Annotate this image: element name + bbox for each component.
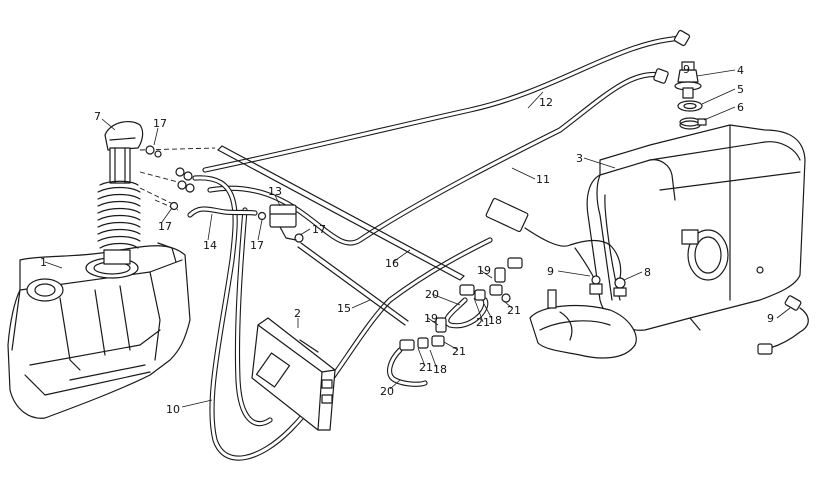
clamp-6 — [679, 117, 707, 130]
fuel-line-11 — [207, 71, 663, 246]
callout-11: 11 — [536, 173, 550, 186]
callout-18b: 18 — [433, 363, 447, 376]
callout-20b: 20 — [380, 385, 394, 398]
rod-15 — [297, 242, 409, 326]
sensor-9-top — [485, 197, 622, 295]
pump-assembly-7 — [97, 121, 162, 265]
callout-4: 4 — [737, 64, 744, 77]
callout-6: 6 — [737, 101, 744, 114]
rod-16 — [217, 145, 465, 281]
callout-15: 15 — [337, 302, 351, 315]
fuel-line-12 — [202, 35, 688, 173]
fuel-line-10 — [192, 175, 493, 461]
fittings-upper — [444, 267, 511, 329]
callout-16: 16 — [385, 257, 399, 270]
leader-lines — [44, 69, 791, 408]
callout-17b: 17 — [158, 220, 172, 233]
callout-19b: 19 — [424, 312, 438, 325]
callout-1: 1 — [40, 256, 47, 269]
callout-20a: 20 — [425, 288, 439, 301]
fuel-line-14 — [187, 206, 258, 218]
fuel-tank-1 — [7, 242, 191, 419]
sensor-8 — [613, 277, 627, 297]
callout-21c: 21 — [452, 345, 466, 358]
exhaust-pipe — [529, 289, 637, 359]
callout-17a: 17 — [153, 117, 167, 130]
callout-21d: 21 — [419, 361, 433, 374]
callout-2: 2 — [294, 307, 301, 320]
line-connectors — [169, 167, 195, 211]
callout-12: 12 — [539, 96, 553, 109]
callout-9a: 9 — [547, 265, 554, 278]
gasket-5 — [677, 100, 703, 112]
injector-4 — [674, 61, 702, 99]
callout-8: 8 — [644, 266, 651, 279]
muffler-3 — [586, 124, 806, 331]
callout-13: 13 — [268, 185, 282, 198]
callout-14: 14 — [203, 239, 217, 252]
callout-18a: 18 — [488, 314, 502, 327]
callout-7: 7 — [94, 110, 101, 123]
valve-13 — [257, 204, 304, 243]
callout-10: 10 — [166, 403, 180, 416]
callout-17d: 17 — [312, 223, 326, 236]
callout-19a: 19 — [477, 264, 491, 277]
fittings-lower — [386, 317, 447, 387]
callout-3: 3 — [576, 152, 583, 165]
line-end-fittings — [653, 29, 691, 84]
callout-9b: 9 — [683, 63, 690, 76]
fuel-line-10-inner — [234, 207, 273, 427]
callout-21a: 21 — [507, 304, 521, 317]
callout-21b: 21 — [476, 316, 490, 329]
callout-17c: 17 — [250, 239, 264, 252]
control-unit-2 — [251, 317, 336, 431]
sensor-9-right — [757, 295, 809, 355]
callout-labels: 1 2 3 4 5 6 7 8 9 9 9 10 11 12 13 14 15 … — [40, 63, 774, 416]
callout-5: 5 — [737, 83, 744, 96]
callout-9c: 9 — [767, 312, 774, 325]
